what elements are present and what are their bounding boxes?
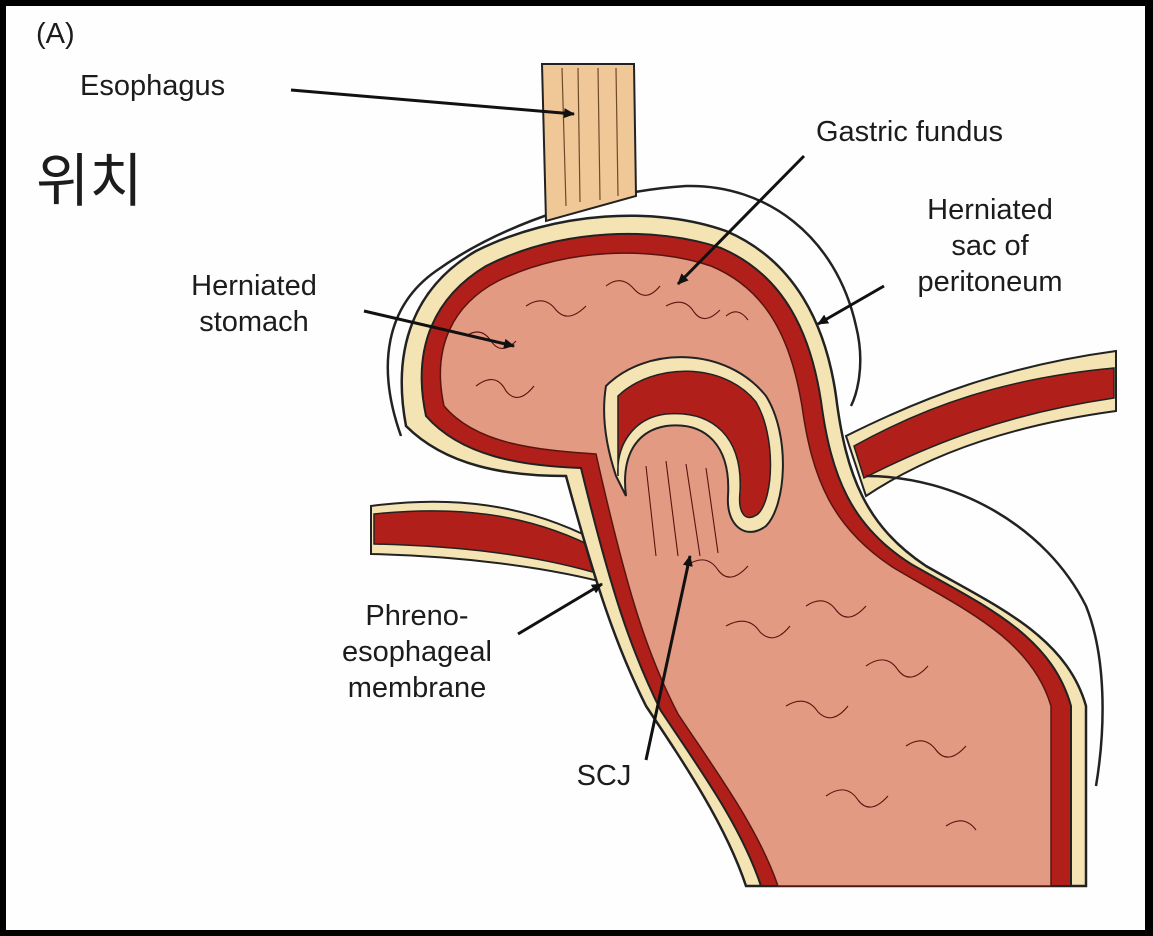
label-herniated-stomach: Herniated stomach [164, 268, 344, 340]
stomach-mucosa [440, 253, 1051, 886]
arrow-esophagus [291, 90, 574, 114]
arrow-herniated-sac [818, 286, 884, 324]
label-herniated-sac: Herniated sac of peritoneum [890, 192, 1090, 300]
esophagus-tube [542, 64, 636, 221]
arrow-phrenoesophageal [518, 584, 602, 634]
panel-letter: (A) [36, 16, 75, 52]
label-esophagus: Esophagus [80, 68, 225, 104]
figure-panel: (A) 위치 Esophagus Gastric fundus Herniate… [6, 6, 1145, 930]
label-phrenoesophageal: Phreno- esophageal membrane [312, 598, 522, 706]
label-gastric-fundus: Gastric fundus [816, 114, 1003, 150]
korean-label: 위치 [36, 146, 143, 216]
diaphragm-right [846, 351, 1116, 496]
label-scj: SCJ [564, 758, 644, 794]
